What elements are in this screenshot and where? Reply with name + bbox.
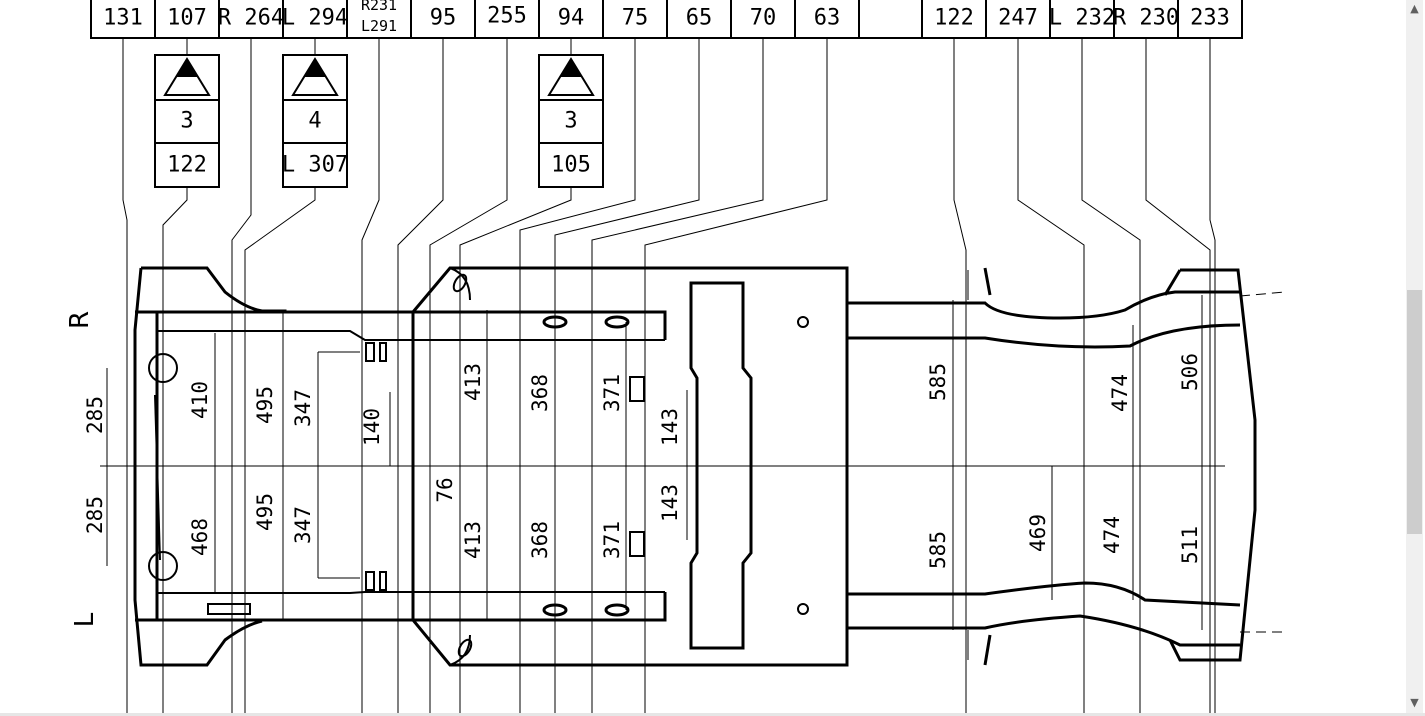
callout-box: 4 L 307 bbox=[282, 54, 348, 188]
dimension-label: 347 bbox=[291, 389, 315, 427]
callout-value: 122 bbox=[167, 153, 207, 178]
dimension-label: 285 bbox=[83, 496, 107, 534]
side-label-left: L bbox=[70, 612, 100, 627]
dimension-label: 368 bbox=[528, 521, 552, 559]
dimension-label: 506 bbox=[1178, 353, 1202, 391]
dimension-label: 495 bbox=[253, 386, 277, 424]
header-cell: 247 bbox=[998, 6, 1038, 31]
dimension-label: 410 bbox=[188, 381, 212, 419]
header-cell: 75 bbox=[622, 6, 649, 31]
dimension-label: 474 bbox=[1100, 516, 1124, 554]
dimension-lines bbox=[106, 270, 1203, 660]
header-cell: R 230 bbox=[1113, 6, 1179, 31]
vertical-scrollbar[interactable]: ▲ ▼ bbox=[1406, 0, 1423, 713]
dimension-labels: R L 285 285 410 468 495 495 347 347 140 … bbox=[65, 311, 1202, 627]
vehicle-frame bbox=[100, 266, 1286, 667]
dimension-label: 495 bbox=[253, 493, 277, 531]
header-table: 131 107 R 264 L 294 R231 L291 95 255 94 … bbox=[90, 0, 1243, 39]
callout-value: 105 bbox=[551, 153, 591, 178]
callout-box: 3 122 bbox=[154, 54, 220, 188]
callout-box: 3 105 bbox=[538, 54, 604, 188]
dimension-label: 474 bbox=[1108, 374, 1132, 412]
header-cell: 70 bbox=[750, 6, 777, 31]
header-cell: 255 bbox=[487, 4, 527, 29]
header-cell: 65 bbox=[686, 6, 713, 31]
header-cell: 122 bbox=[934, 6, 974, 31]
callout-count: 3 bbox=[180, 109, 193, 134]
dimension-label: 143 bbox=[658, 408, 682, 446]
dimension-label: 469 bbox=[1026, 514, 1050, 552]
dimension-label: 413 bbox=[461, 521, 485, 559]
dimension-label: 511 bbox=[1178, 526, 1202, 564]
dimension-label: 76 bbox=[433, 477, 457, 502]
header-cell: R231 bbox=[361, 0, 397, 14]
leader-lines bbox=[122, 38, 1216, 713]
header-cell: 63 bbox=[814, 6, 841, 31]
dimension-label: 468 bbox=[188, 518, 212, 556]
side-label-right: R bbox=[65, 311, 95, 329]
header-cell: R 264 bbox=[218, 6, 284, 31]
header-cell: 233 bbox=[1190, 6, 1230, 31]
header-cell: 94 bbox=[558, 6, 585, 31]
bottom-border bbox=[0, 713, 1425, 716]
callout-value: L 307 bbox=[282, 153, 348, 178]
dimension-label: 585 bbox=[926, 531, 950, 569]
chevron-up-icon[interactable]: ▲ bbox=[1410, 2, 1419, 15]
dimension-label: 368 bbox=[528, 374, 552, 412]
dimension-label: 140 bbox=[360, 408, 384, 446]
callout-count: 3 bbox=[564, 109, 577, 134]
header-cell: L291 bbox=[361, 17, 397, 35]
header-cell: 107 bbox=[167, 6, 207, 31]
header-cell: 131 bbox=[103, 6, 143, 31]
header-cell: 95 bbox=[430, 6, 457, 31]
dimension-label: 371 bbox=[600, 521, 624, 559]
dimension-label: 143 bbox=[658, 484, 682, 522]
header-cell: L 232 bbox=[1049, 6, 1115, 31]
scrollbar-thumb[interactable] bbox=[1407, 290, 1422, 534]
dimension-label: 347 bbox=[291, 506, 315, 544]
dimension-label: 285 bbox=[83, 396, 107, 434]
dimension-label: 413 bbox=[461, 363, 485, 401]
dimension-label: 585 bbox=[926, 363, 950, 401]
callout-count: 4 bbox=[308, 109, 321, 134]
dimension-label: 371 bbox=[600, 374, 624, 412]
header-cell: L 294 bbox=[282, 6, 348, 31]
chevron-down-icon[interactable]: ▼ bbox=[1410, 696, 1419, 709]
